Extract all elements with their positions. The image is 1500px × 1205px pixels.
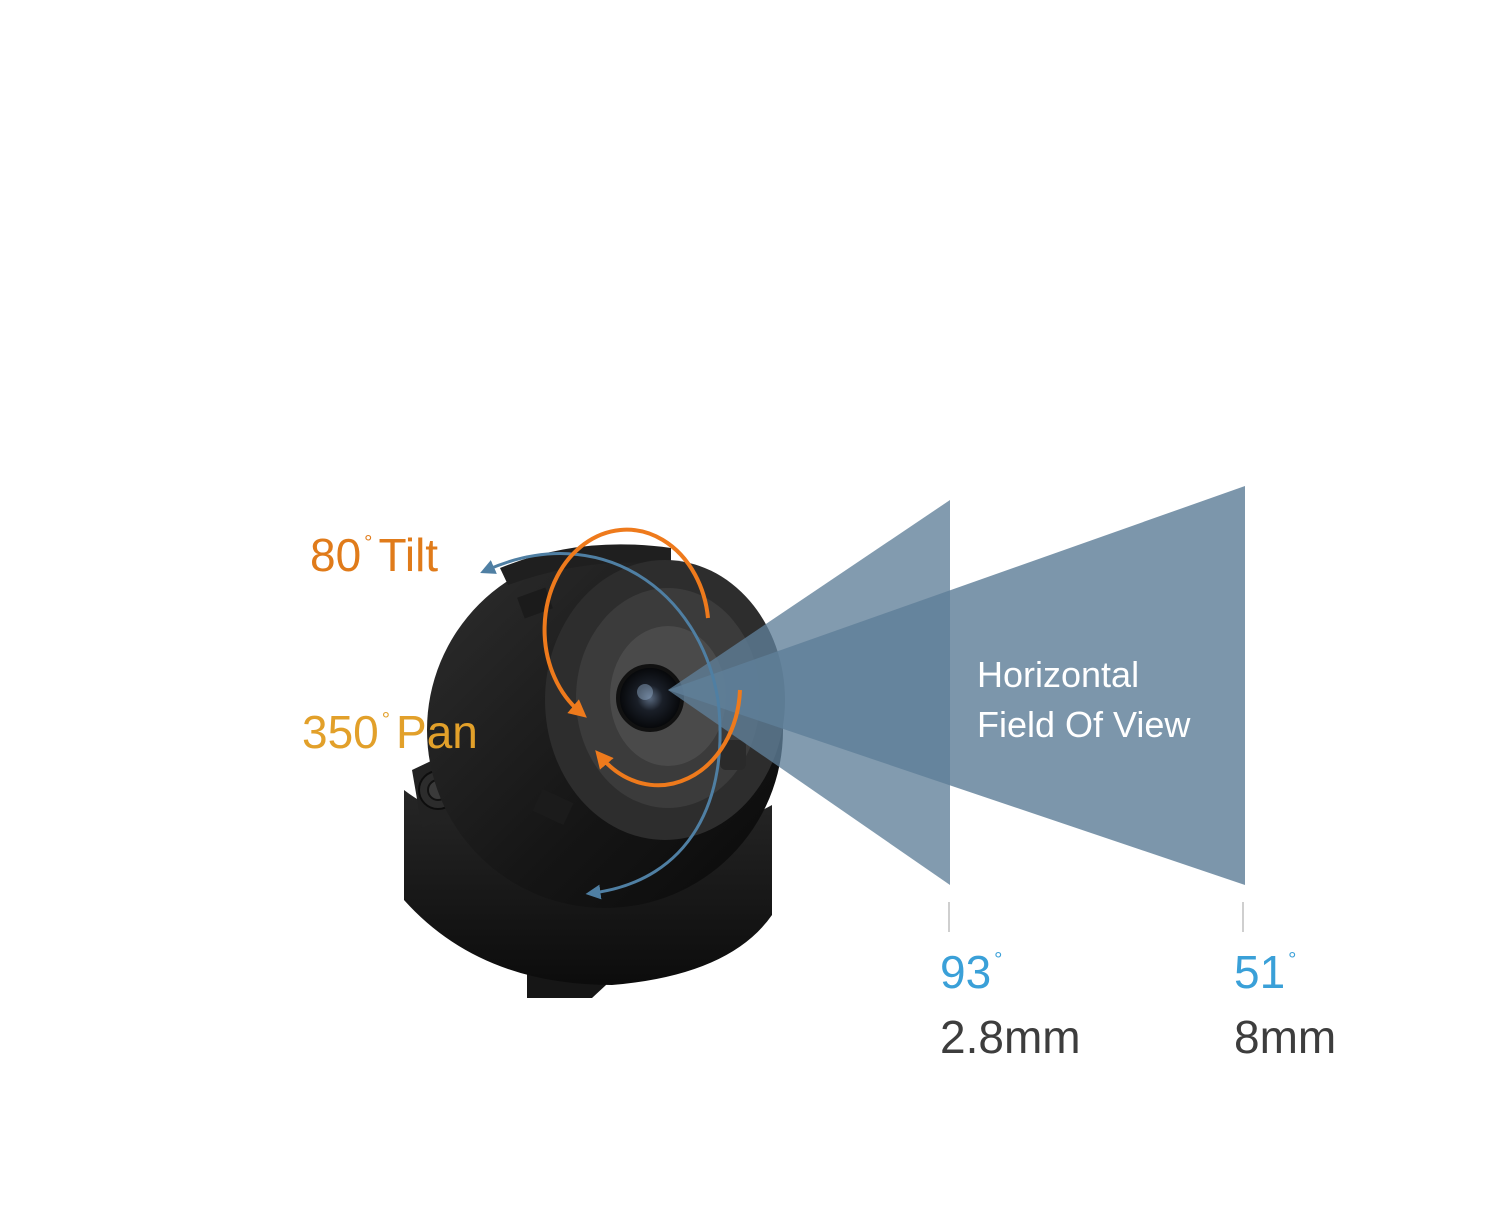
tele-lens-focal: 8mm (1234, 1011, 1337, 1063)
tele-lens-angle: 51° (1234, 945, 1302, 999)
fov-label-line2: Field Of View (977, 704, 1191, 745)
tele-angle-value: 51 (1234, 946, 1286, 998)
dome-camera-icon (404, 544, 785, 998)
wide-lens-angle: 93° (940, 945, 1008, 999)
fov-beams (668, 486, 1245, 885)
pan-text: Pan (396, 706, 478, 758)
wide-lens-focal: 2.8mm (940, 1011, 1081, 1063)
tilt-degree: ° (364, 531, 373, 555)
fov-label-line1: Horizontal (977, 654, 1140, 695)
wide-angle-value: 93 (940, 946, 992, 998)
circular-arrows-icon (542, 527, 742, 788)
tele-angle-degree: ° (1288, 948, 1297, 972)
curved-double-arrow-icon (480, 552, 722, 900)
pan-label: 350°Pan (302, 705, 478, 759)
tilt-text: Tilt (378, 529, 439, 581)
pan-degree: ° (381, 708, 391, 732)
pan-value: 350 (302, 706, 379, 758)
tilt-label: 80°Tilt (310, 528, 438, 582)
fov-beam-tele (668, 486, 1245, 885)
wide-angle-degree: ° (994, 948, 1003, 972)
fov-label: Horizontal Field Of View (977, 650, 1190, 750)
tilt-value: 80 (310, 529, 362, 581)
